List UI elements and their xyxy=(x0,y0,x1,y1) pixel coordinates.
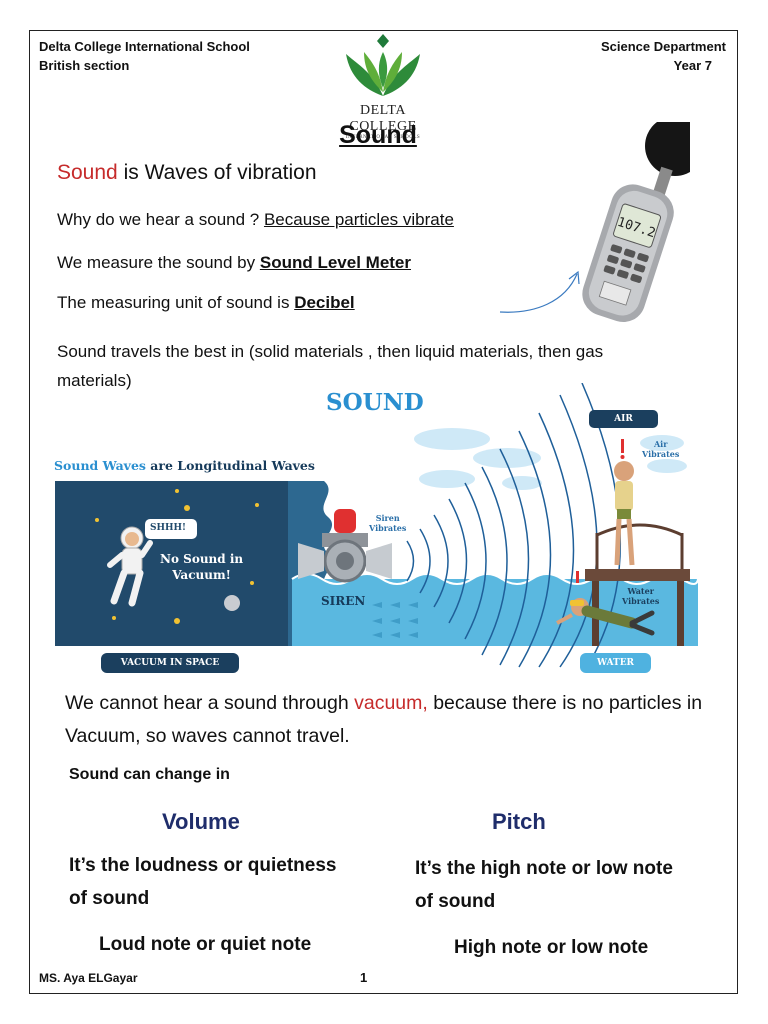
illustration-subtitle: Sound Waves are Longitudinal Waves xyxy=(54,458,315,473)
illustration-art xyxy=(55,383,698,668)
pitch-heading: Pitch xyxy=(492,809,546,834)
no-sound-note: No Sound in Vacuum! xyxy=(160,551,243,583)
travel-line-2: materials) xyxy=(57,371,132,390)
department-name: Science Department xyxy=(601,39,726,54)
vacuum-text-b: because there is no particles in xyxy=(427,692,703,714)
water-vibrates-note: Water Vibrates xyxy=(622,586,659,606)
pitch-definition: It’s the high note or low note of sound xyxy=(415,852,673,918)
vacuum-paragraph: We cannot hear a sound through vacuum, b… xyxy=(65,687,745,753)
subtitle-highlight: Sound Waves xyxy=(54,458,146,473)
volume-def-line-2: of sound xyxy=(69,888,150,909)
vacuum-keyword: vacuum, xyxy=(354,692,428,714)
vacuum-line-1: We cannot hear a sound through vacuum, b… xyxy=(65,687,745,720)
volume-heading: Volume xyxy=(162,809,240,834)
unit-line: The measuring unit of sound is Decibel xyxy=(57,293,355,313)
person-icon xyxy=(614,461,635,566)
air-vibrates-note: Air Vibrates xyxy=(642,439,679,459)
sound-level-meter-image: 107.2 xyxy=(499,122,690,323)
measure-answer: Sound Level Meter xyxy=(259,253,411,272)
siren-vibrates-line-2: Vibrates xyxy=(369,523,407,533)
travel-paragraph: Sound travels the best in (solid materia… xyxy=(57,337,603,395)
subtitle-rest: are Longitudinal Waves xyxy=(145,458,315,473)
water-label: WATER xyxy=(580,653,651,673)
answer-text: Because particles vibrate xyxy=(263,210,454,229)
unit-answer: Decibel xyxy=(294,293,355,312)
intro-line: Sound is Waves of vibration xyxy=(57,161,317,185)
vacuum-label: VACUUM IN SPACE xyxy=(101,653,239,673)
air-vibrates-line-1: Air xyxy=(653,439,668,449)
vacuum-line-2: Vacuum, so waves cannot travel. xyxy=(65,725,350,747)
sound-illustration: SOUND Sound Waves are Longitudinal Waves… xyxy=(52,383,698,678)
siren-label: SIREN xyxy=(321,594,366,608)
unit-text: The measuring unit of sound is xyxy=(57,293,295,312)
volume-def-line-1: It’s the loudness or quietness xyxy=(69,855,337,876)
air-vibrates-line-2: Vibrates xyxy=(642,449,680,459)
logo-name: DELTA COLLEGE xyxy=(349,103,417,134)
year-label: Year 7 xyxy=(673,58,712,73)
measure-line: We measure the sound by Sound Level Mete… xyxy=(57,253,411,273)
volume-example: Loud note or quiet note xyxy=(99,934,312,955)
school-section: British section xyxy=(39,58,130,73)
school-name: Delta College International School xyxy=(39,39,250,54)
change-heading: Sound can change in xyxy=(69,766,230,783)
page-title: Sound xyxy=(339,121,417,149)
no-sound-line-1: No Sound in xyxy=(160,552,244,566)
siren-vibrates-line-1: Siren xyxy=(375,513,400,523)
intro-rest: is Waves of vibration xyxy=(117,161,317,184)
department-header: Science Department Year 7 xyxy=(601,37,726,75)
illustration-heading: SOUND xyxy=(326,389,424,416)
page-border xyxy=(29,30,738,994)
pitch-def-line-2: of sound xyxy=(415,891,496,912)
school-logo: DELTA COLLEGE INTERNATIONAL SCHOOLS xyxy=(326,32,440,140)
footer-author: MS. Aya ELGayar xyxy=(39,971,138,985)
travel-line-1: Sound travels the best in (solid materia… xyxy=(57,342,604,361)
no-sound-line-2: Vacuum! xyxy=(172,568,231,582)
shhh-bubble: SHHH! xyxy=(150,523,186,533)
astronaut-icon xyxy=(107,526,153,607)
pitch-example: High note or low note xyxy=(454,937,649,958)
microphone-icon xyxy=(645,122,690,176)
question-text: Why do we hear a sound ? xyxy=(57,210,264,229)
water-vibrates-line-2: Vibrates xyxy=(622,596,660,606)
logo-subtitle: INTERNATIONAL SCHOOLS xyxy=(345,135,421,140)
water-vibrates-line-1: Water xyxy=(627,586,654,596)
school-header: Delta College International School Briti… xyxy=(39,37,250,75)
intro-keyword: Sound xyxy=(57,161,118,184)
siren-vibrates-note: Siren Vibrates xyxy=(369,513,406,533)
diver-icon xyxy=(556,598,655,636)
vacuum-text-a: We cannot hear a sound through xyxy=(65,692,355,714)
air-label: AIR xyxy=(589,410,658,428)
footer-page-number: 1 xyxy=(360,970,368,985)
logo-leaves-icon xyxy=(346,34,420,96)
volume-definition: It’s the loudness or quietness of sound xyxy=(69,849,336,915)
question-why-hear: Why do we hear a sound ? Because particl… xyxy=(57,210,454,230)
measure-text: We measure the sound by xyxy=(57,253,260,272)
siren-icon xyxy=(298,509,392,583)
pitch-def-line-1: It’s the high note or low note xyxy=(415,858,673,879)
